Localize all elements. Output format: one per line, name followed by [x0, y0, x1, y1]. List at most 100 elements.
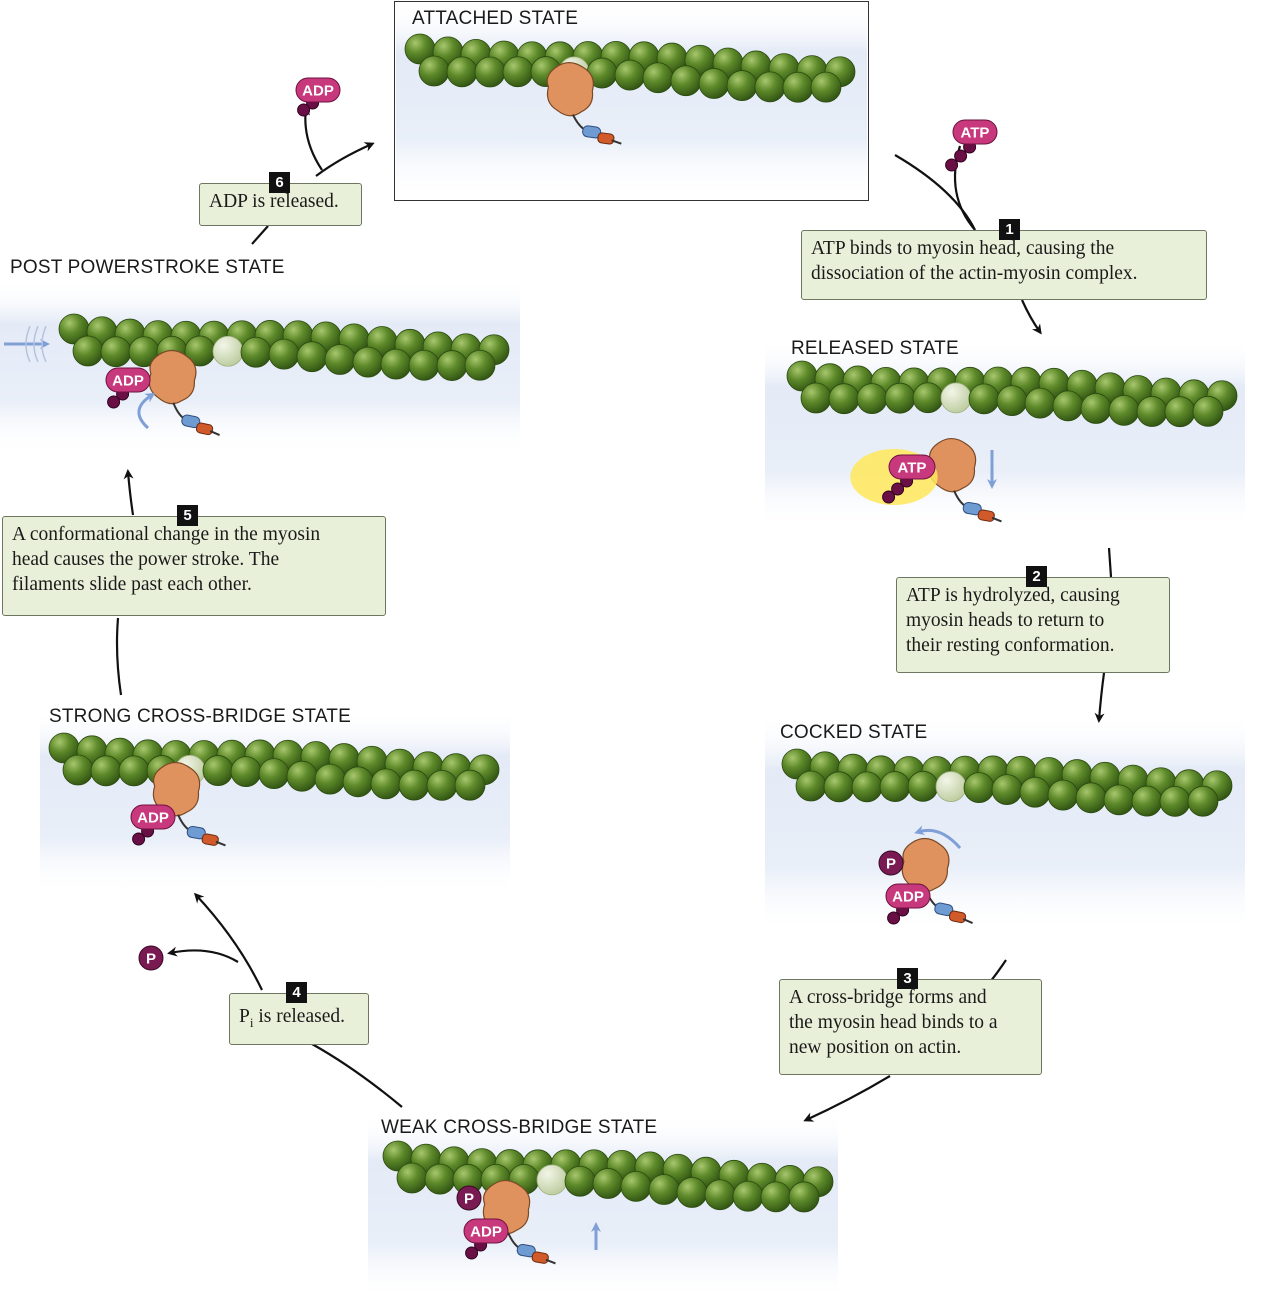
step-number-6: 6 — [269, 172, 290, 193]
arrow-released-to-step2 — [1107, 547, 1113, 578]
myosin-head-body — [148, 349, 197, 405]
actin-bead — [240, 336, 272, 368]
actin-bead — [963, 772, 995, 804]
actin-bead — [879, 771, 911, 802]
actin-bead — [100, 336, 132, 368]
myosin-light-chain-red — [597, 132, 615, 145]
step-number-3: 3 — [897, 968, 918, 989]
post-motion-line-2 — [33, 325, 39, 363]
actin-bead — [324, 344, 356, 375]
pill-label: ADP — [137, 810, 169, 827]
myosin-light-chain-red — [531, 1251, 549, 1264]
actin-bead — [912, 382, 944, 414]
step-text-5: A conformational change in the myosin he… — [12, 524, 321, 595]
step-text-1: ATP binds to myosin head, causing the di… — [811, 238, 1138, 284]
actin-bead — [856, 383, 888, 415]
actin-bead — [408, 349, 440, 381]
arrow-p-release — [167, 946, 239, 963]
actin-cocked — [781, 748, 1233, 817]
phosphate-label: P — [146, 951, 156, 968]
arrow-step3-to-weak — [803, 1075, 891, 1122]
phosphate-cocked: P — [878, 850, 904, 876]
actin-bead — [795, 770, 827, 802]
actin-bead — [380, 348, 412, 380]
step-text-3: A cross-bridge forms and the myosin head… — [789, 987, 998, 1058]
actin-bead — [1108, 394, 1140, 426]
arrow-strong-to-step5 — [115, 617, 123, 696]
adp-weak: ADP — [463, 1218, 509, 1260]
state-label-cocked: COCKED STATE — [780, 722, 928, 743]
pill-label: ATP — [961, 125, 990, 142]
pill-body — [105, 367, 151, 393]
panel-weak — [368, 1115, 838, 1300]
myosin-head-body — [546, 61, 594, 117]
myosin-light-chain-red — [195, 422, 214, 436]
actin-bead — [1052, 390, 1084, 422]
actin-bead — [851, 771, 883, 803]
actin-filaments — [48, 33, 1238, 1213]
actin-binding-site — [940, 382, 972, 414]
actin-bead — [370, 768, 402, 800]
actin-bead — [676, 1177, 708, 1208]
actin-bead — [62, 754, 94, 786]
actin-bead — [1192, 395, 1224, 427]
pill-body — [952, 119, 998, 145]
actin-bead — [1047, 779, 1079, 811]
myosin-cocked — [901, 837, 973, 925]
post-motion-line-1 — [25, 325, 31, 363]
actin-binding-site — [536, 1164, 568, 1196]
panel-cocked — [765, 715, 1245, 935]
actin-bead — [352, 346, 384, 378]
actin-bead — [286, 760, 318, 792]
step-box-2: 2 ATP is hydrolyzed, causing myosin head… — [896, 566, 1170, 673]
phosphate-bead — [891, 482, 905, 496]
arrow-step5-to-post — [123, 469, 135, 516]
actin-bead — [907, 770, 939, 802]
actin-bead — [1164, 396, 1196, 428]
actin-bead — [968, 383, 1000, 415]
step-box-1: 1 ATP binds to myosin head, causing the … — [801, 219, 1207, 300]
actin-bead — [810, 71, 842, 103]
step-text-6: ADP is released. — [209, 191, 339, 212]
atp-bound-released: ATP — [850, 449, 938, 505]
phosphate-weak: P — [456, 1185, 482, 1211]
actin-bead — [1187, 785, 1219, 817]
actin-released — [786, 360, 1238, 428]
actin-bead — [436, 350, 468, 381]
pill-label: ADP — [112, 373, 144, 390]
step-text-4-suffix: is released. — [253, 1006, 345, 1027]
myosin-attached — [546, 61, 622, 145]
panel-strong — [40, 710, 510, 895]
arrow-step4-to-strong — [193, 892, 263, 991]
pill-label: ADP — [892, 889, 924, 906]
step-text-4: Pi is released. — [239, 1004, 359, 1035]
actin-bead — [296, 341, 328, 373]
motion-arrows — [4, 325, 997, 1250]
adp-strong: ADP — [130, 804, 176, 846]
actin-bead — [90, 755, 122, 787]
phosphate-label: P — [886, 856, 896, 873]
arrow-step1-to-released — [1020, 299, 1042, 335]
actin-bead — [426, 770, 458, 801]
myosin-post — [148, 349, 220, 437]
pill-label: ADP — [470, 1224, 502, 1241]
actin-bead — [620, 1170, 652, 1202]
actin-bead — [1024, 387, 1056, 419]
state-label-weak: WEAK CROSS-BRIDGE STATE — [381, 1117, 658, 1138]
pill-body — [885, 883, 931, 909]
step-number-5: 5 — [177, 505, 198, 526]
actin-bead — [258, 758, 290, 789]
post-motion-line-3 — [41, 325, 47, 363]
actin-bead — [1131, 785, 1163, 817]
actin-bead — [230, 756, 262, 788]
arrow-post-to-step6 — [251, 225, 269, 245]
phosphate-bead — [132, 832, 146, 846]
arrow-attached-to-step1 — [894, 154, 976, 231]
post-rotate-arrow — [137, 392, 156, 430]
phosphate-bead — [887, 911, 901, 925]
actin-bead — [1136, 396, 1168, 427]
arrow-weak-to-step4 — [311, 1043, 403, 1108]
state-label-attached: ATTACHED STATE — [412, 8, 579, 29]
actin-bead — [996, 385, 1028, 417]
